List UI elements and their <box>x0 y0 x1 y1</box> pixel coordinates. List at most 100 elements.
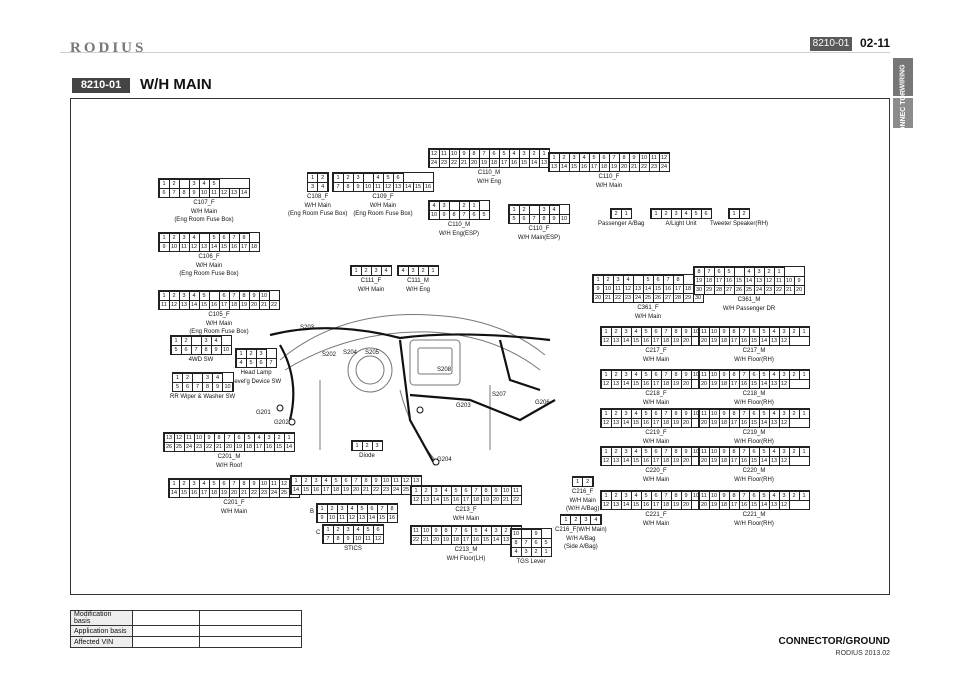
connector-id: C111_M <box>407 278 429 284</box>
pin: 1 <box>798 408 810 419</box>
pin: 12 <box>778 499 790 510</box>
connector-id: Diode <box>359 453 375 459</box>
page-number: 02-11 <box>860 36 891 50</box>
connector-id: C213_F <box>455 507 477 513</box>
connector-id: TGS Lever <box>516 559 546 565</box>
pin: 22 <box>510 494 522 505</box>
connector-desc: W/H Main <box>369 202 397 209</box>
connector-id: C213_M <box>454 547 478 553</box>
connector-desc: W/H Eng <box>405 286 430 293</box>
connector-face: 1234567891011121314151617181920212223242… <box>168 478 300 498</box>
splice-s208: S208 <box>437 367 452 373</box>
connector-c217f: 1234567891011121314151617181920C217_FW/H… <box>600 326 712 363</box>
splice-s203: S203 <box>300 325 315 331</box>
connector-desc: W/H Main <box>220 508 248 515</box>
connector-id: C218_M <box>742 391 766 397</box>
pin: 1 <box>798 326 810 337</box>
pin: 2 <box>738 208 750 219</box>
connector-c213m: 11109876543212221201918171615141312C213_… <box>410 525 522 562</box>
connector-desc: W/H Main(ESP) <box>517 234 561 241</box>
header-rule <box>60 52 890 53</box>
brand-logo: RODIUS <box>70 40 147 56</box>
connector-id: C219_F <box>645 430 667 436</box>
connector-desc: W/H Eng <box>476 178 501 185</box>
connector-desc: W/H Main <box>642 520 670 527</box>
pin: 2 <box>582 476 594 487</box>
section-code: 8210-01 <box>72 78 130 93</box>
connector-desc: W/H Passenger DR <box>722 305 776 312</box>
pin: 4 <box>380 265 392 276</box>
connector-id: C109_F <box>372 194 394 200</box>
connector-desc: (Eng Room Fuse Box) <box>353 211 413 217</box>
connector-desc: W/H Main <box>642 356 670 363</box>
pin-row: 2221201918171615141312 <box>410 534 522 545</box>
ground-g206: G206 <box>535 400 550 406</box>
tab-connector[interactable]: CONNEC TOR <box>893 90 913 136</box>
pin: 10 <box>222 381 234 392</box>
connector-id: C107_F <box>193 200 215 206</box>
connector-desc: W/H Main <box>595 182 623 189</box>
connector-desc: W/H Main <box>190 208 218 215</box>
pin: 1 <box>798 490 810 501</box>
pin: 4 <box>317 181 329 192</box>
connector-id: C218_F <box>645 391 667 397</box>
pin-row: 14151617181920212223242526 <box>168 487 300 498</box>
connector-id: C110_M <box>447 222 471 228</box>
connector-desc: W/H Floor(RH) <box>734 438 774 445</box>
connector-desc: W/H A/Bag <box>566 535 596 542</box>
connector-id: C217_M <box>742 348 766 354</box>
connector-id: C361_F <box>637 305 659 311</box>
connector-desc: W/H Main <box>642 476 670 483</box>
pin: 5 <box>478 209 490 220</box>
connector-id: STICS <box>344 546 362 552</box>
connector-id: C217_F <box>645 348 667 354</box>
pin-row: 14151617181920212223242526 <box>290 484 422 495</box>
pin: 10 <box>558 213 570 224</box>
connector-c361f: 1234567891011121314151617181920212223242… <box>592 274 704 320</box>
splice-s204: S204 <box>343 350 358 356</box>
tab-wiring[interactable]: WIRING <box>893 58 913 96</box>
section-title: W/H MAIN <box>140 76 212 93</box>
connector-id: C216_F(W/H Main) <box>555 527 607 533</box>
stics-label-c: C <box>316 530 321 536</box>
revision-label: Application basis <box>70 625 133 637</box>
pin: 16 <box>386 512 398 523</box>
